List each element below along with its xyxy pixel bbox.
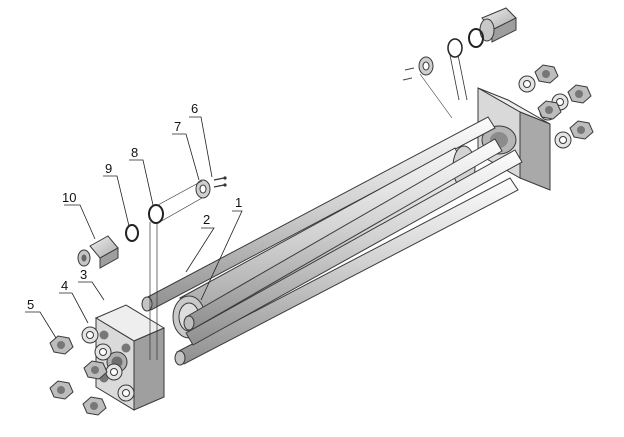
bushing-part-7: [195, 179, 211, 199]
right-bushing: [402, 56, 434, 81]
callout-8: 8: [131, 145, 138, 160]
right-o-rings: [447, 28, 484, 58]
left-washers: [81, 326, 135, 402]
seal-part-8: [148, 180, 203, 360]
piston-rod: [183, 138, 503, 331]
callout-4: 4: [61, 278, 68, 293]
screws-part-6: [213, 176, 227, 188]
callout-3: 3: [80, 267, 87, 282]
callout-5: 5: [27, 297, 34, 312]
callout-leaders: [25, 116, 243, 339]
o-ring-part-9: [125, 224, 139, 242]
right-port-fitting: [479, 7, 517, 43]
left-nuts: [49, 335, 108, 416]
tie-rod-lower-back: [174, 177, 519, 366]
callout-1: 1: [235, 195, 242, 210]
callout-10: 10: [62, 190, 76, 205]
callout-6: 6: [191, 101, 198, 116]
port-fitting-part-10: [77, 235, 119, 269]
callout-9: 9: [105, 161, 112, 176]
right-nuts: [534, 64, 594, 140]
tie-rod-upper-back: [141, 116, 496, 312]
callout-7: 7: [174, 119, 181, 134]
tie-rod-upper-front: [185, 149, 523, 346]
right-seal-guide-lines: [419, 54, 468, 119]
callout-2: 2: [203, 212, 210, 227]
callout-labels: 1 2 3 4 5 6 7 8 9 10: [27, 101, 242, 312]
